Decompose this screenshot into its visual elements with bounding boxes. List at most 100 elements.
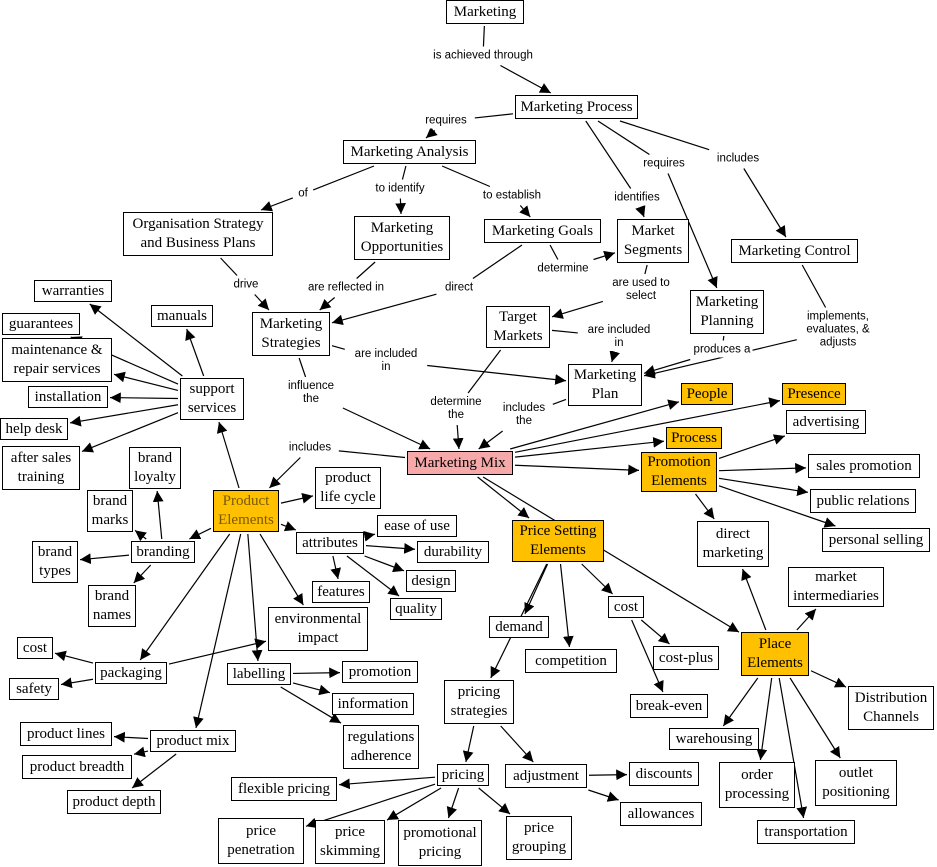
node-marketing[interactable]: Marketing bbox=[446, 0, 524, 24]
node-warehousing[interactable]: warehousing bbox=[669, 728, 759, 750]
node-maintenance[interactable]: maintenance & repair services bbox=[2, 338, 112, 382]
node-flexible[interactable]: flexible pricing bbox=[231, 777, 337, 801]
node-attributes[interactable]: attributes bbox=[296, 532, 364, 554]
edge-strategiesP-to-adjustment bbox=[500, 725, 534, 763]
edge-plan-to-l_includes_the bbox=[552, 398, 567, 405]
node-place[interactable]: Place Elements bbox=[741, 632, 809, 676]
node-advertising[interactable]: advertising bbox=[786, 410, 866, 434]
edge-planning-to-l_produces bbox=[722, 335, 725, 341]
node-distribution[interactable]: Distribution Channels bbox=[848, 686, 934, 730]
node-grouping[interactable]: price grouping bbox=[506, 816, 572, 860]
node-promotionEl[interactable]: Promotion Elements bbox=[641, 452, 717, 492]
node-lines[interactable]: product lines bbox=[20, 722, 112, 746]
node-process[interactable]: Marketing Process bbox=[515, 95, 638, 119]
node-pmix[interactable]: product mix bbox=[150, 730, 236, 752]
link-label-incl_target: are included in bbox=[585, 323, 653, 351]
node-salespromo[interactable]: sales promotion bbox=[808, 454, 920, 478]
node-installation[interactable]: installation bbox=[28, 386, 108, 408]
node-personal[interactable]: personal selling bbox=[822, 528, 930, 552]
node-breadth[interactable]: product breadth bbox=[22, 755, 132, 779]
node-aftersales[interactable]: after sales training bbox=[2, 446, 80, 490]
node-penetration[interactable]: price penetration bbox=[218, 818, 304, 864]
node-helpdesk[interactable]: help desk bbox=[0, 418, 68, 440]
node-env[interactable]: environmental impact bbox=[268, 607, 368, 651]
node-mix[interactable]: Marketing Mix bbox=[407, 451, 513, 475]
node-planning[interactable]: Marketing Planning bbox=[690, 290, 764, 334]
edge-l_reflected-to-strategies bbox=[319, 297, 336, 311]
node-analysis[interactable]: Marketing Analysis bbox=[343, 140, 476, 164]
edge-l_includes2-to-product bbox=[268, 457, 301, 489]
node-ease[interactable]: ease of use bbox=[377, 515, 457, 537]
edge-support-to-aftersales bbox=[81, 412, 179, 453]
node-marks[interactable]: brand marks bbox=[87, 490, 133, 532]
link-label-establish: to establish bbox=[480, 188, 544, 204]
node-control[interactable]: Marketing Control bbox=[731, 239, 858, 263]
edge-mix-to-processP bbox=[514, 436, 665, 458]
node-breakeven[interactable]: break-even bbox=[630, 694, 708, 718]
node-org[interactable]: Organisation Strategy and Business Plans bbox=[123, 212, 273, 256]
node-people[interactable]: People bbox=[681, 383, 733, 405]
node-costplus[interactable]: cost-plus bbox=[653, 646, 719, 670]
node-transportation[interactable]: transportation bbox=[757, 820, 855, 844]
node-opps[interactable]: Marketing Opportunities bbox=[354, 216, 450, 260]
node-product[interactable]: Product Elements bbox=[213, 490, 279, 532]
node-direct[interactable]: direct marketing bbox=[697, 521, 769, 567]
node-order[interactable]: order processing bbox=[719, 762, 795, 808]
node-guarantees[interactable]: guarantees bbox=[2, 313, 80, 335]
edge-analysis-to-l_identify bbox=[401, 165, 407, 180]
node-labelling[interactable]: labelling bbox=[227, 663, 291, 685]
edge-product-to-branding bbox=[189, 527, 212, 540]
link-label-of: of bbox=[296, 186, 310, 202]
node-promotion[interactable]: promotion bbox=[342, 661, 418, 683]
edge-goals-to-l_determine bbox=[549, 244, 559, 260]
node-names[interactable]: brand names bbox=[88, 585, 136, 627]
node-depth[interactable]: product depth bbox=[67, 790, 161, 814]
node-information[interactable]: information bbox=[332, 693, 414, 715]
node-costK[interactable]: cost bbox=[17, 637, 53, 659]
node-loyalty[interactable]: brand loyalty bbox=[129, 447, 181, 489]
node-outlet[interactable]: outlet positioning bbox=[815, 760, 897, 806]
edge-promotionEl-to-pr bbox=[718, 477, 809, 496]
node-intermediaries[interactable]: market intermediaries bbox=[788, 567, 884, 607]
node-segments[interactable]: Market Segments bbox=[617, 219, 689, 263]
edge-place-to-transportation bbox=[778, 677, 808, 819]
node-manuals[interactable]: manuals bbox=[151, 305, 213, 327]
edge-l_select-to-target bbox=[551, 300, 604, 319]
node-support[interactable]: support services bbox=[180, 378, 244, 420]
node-plan[interactable]: Marketing Plan bbox=[568, 364, 642, 406]
node-safety[interactable]: safety bbox=[9, 678, 59, 700]
node-allowances[interactable]: allowances bbox=[620, 802, 702, 826]
node-target[interactable]: Target Markets bbox=[486, 306, 550, 348]
edge-pricing-to-flexible bbox=[338, 776, 436, 790]
node-price[interactable]: Price Setting Elements bbox=[512, 520, 604, 562]
node-pr[interactable]: public relations bbox=[810, 489, 916, 513]
node-features[interactable]: features bbox=[312, 581, 370, 603]
node-goals[interactable]: Marketing Goals bbox=[484, 219, 601, 243]
node-lifecycle[interactable]: product life cycle bbox=[315, 467, 381, 509]
node-strategiesP[interactable]: pricing strategies bbox=[444, 680, 514, 724]
edge-analysis-to-l_of bbox=[312, 165, 375, 191]
node-design[interactable]: design bbox=[406, 570, 456, 592]
node-branding[interactable]: branding bbox=[131, 541, 195, 563]
node-discounts[interactable]: discounts bbox=[629, 762, 699, 786]
node-warranties[interactable]: warranties bbox=[34, 280, 112, 302]
node-types[interactable]: brand types bbox=[32, 541, 78, 583]
edge-product-to-labelling bbox=[247, 533, 263, 662]
node-processP[interactable]: Process bbox=[666, 427, 722, 449]
node-competition[interactable]: competition bbox=[525, 649, 617, 673]
node-demand[interactable]: demand bbox=[489, 616, 549, 638]
edge-support-to-installation bbox=[109, 392, 179, 404]
node-adjustment[interactable]: adjustment bbox=[505, 764, 587, 788]
node-pricing[interactable]: pricing bbox=[437, 764, 489, 786]
node-costP[interactable]: cost bbox=[608, 596, 644, 618]
node-quality[interactable]: quality bbox=[390, 598, 442, 620]
node-packaging[interactable]: packaging bbox=[95, 662, 167, 684]
node-regulations[interactable]: regulations adherence bbox=[343, 725, 419, 769]
node-presence[interactable]: Presence bbox=[782, 383, 846, 405]
edge-process-to-l_requires1 bbox=[474, 113, 514, 119]
node-promopricing[interactable]: promotional pricing bbox=[398, 820, 482, 866]
node-skimming[interactable]: price skimming bbox=[315, 820, 385, 864]
edge-l_identify-to-opps bbox=[395, 198, 406, 215]
node-strategies[interactable]: Marketing Strategies bbox=[252, 312, 330, 356]
node-durability[interactable]: durability bbox=[417, 541, 489, 563]
